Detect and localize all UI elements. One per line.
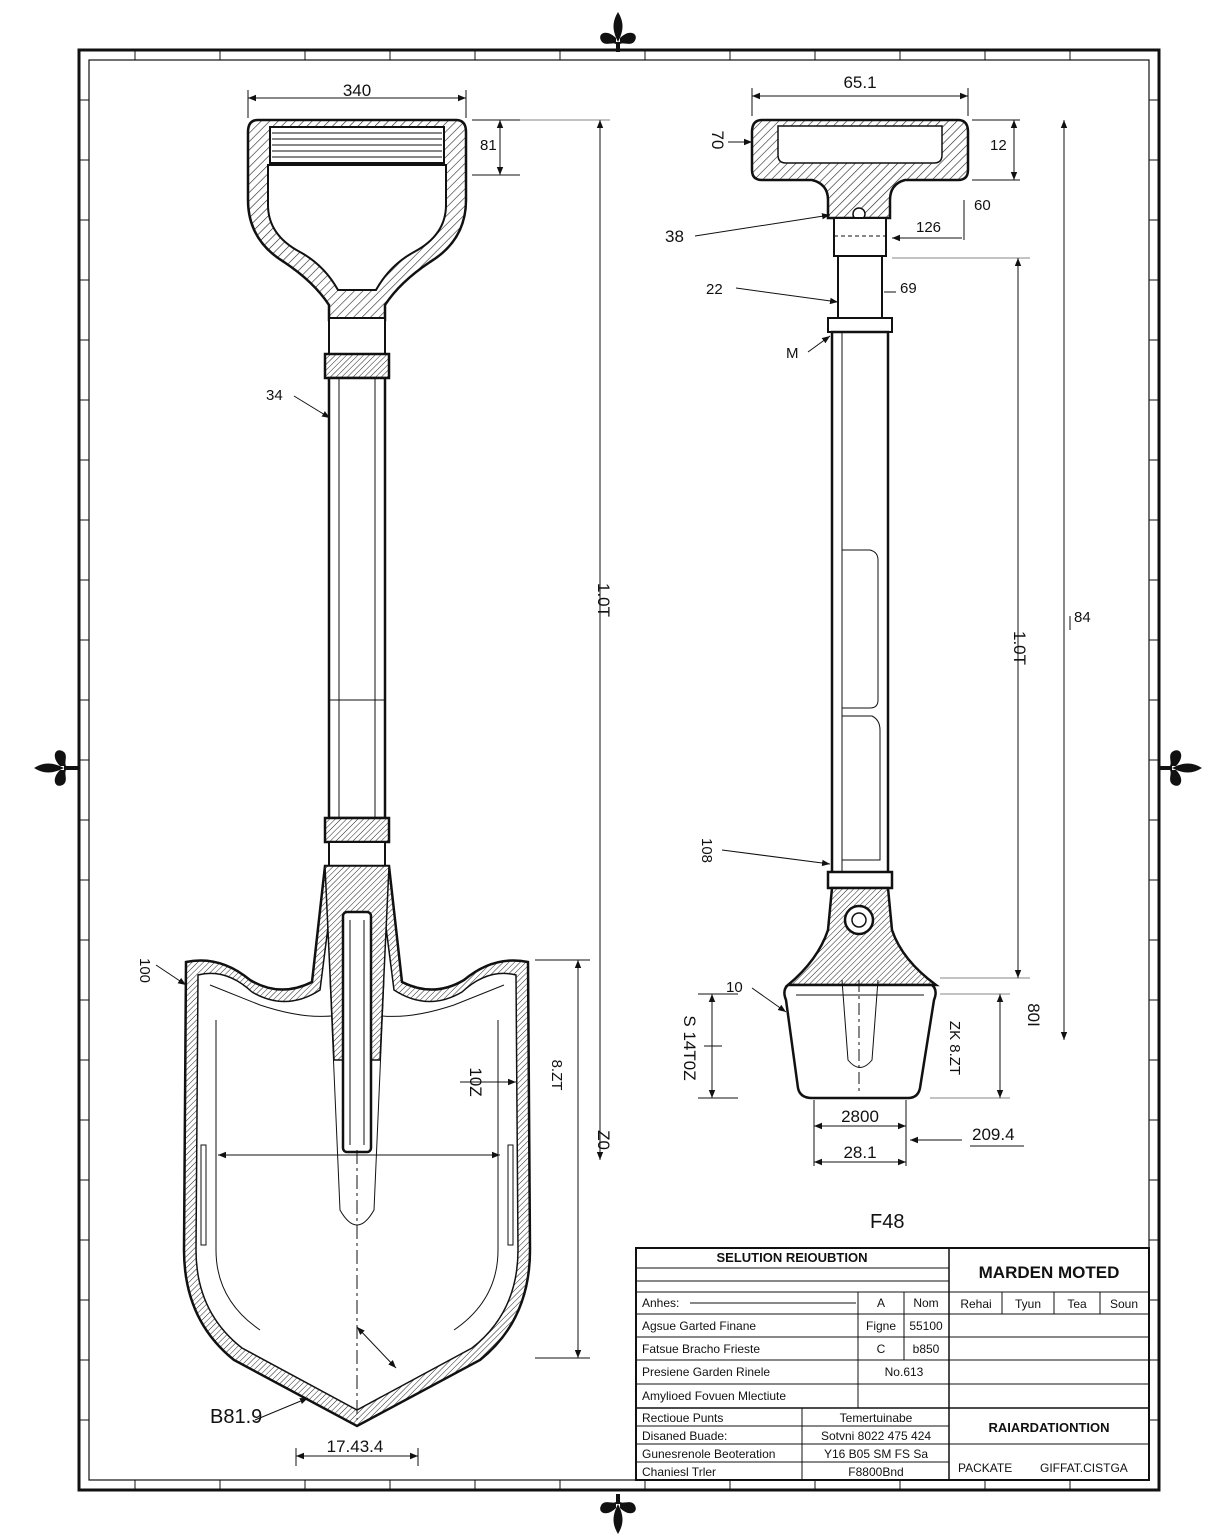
dim-front-shaft-callout: 34 [266, 387, 283, 404]
tb-right-col-0: Rehai [960, 1297, 991, 1311]
dim-side-shaft-right: 69 [900, 280, 917, 297]
tb-right-col-3: Soun [1110, 1297, 1138, 1311]
tb-right-col-1: Tyun [1015, 1297, 1041, 1311]
tb-lower-0-label: Rectioue Punts [642, 1411, 723, 1425]
tb-row-1-label: Agsue Garted Finane [642, 1319, 756, 1333]
side-collar-upper [833, 217, 887, 257]
dim-front-blade-left: 100 [136, 958, 153, 983]
dim-side-bottom-c: 209.4 [972, 1125, 1015, 1144]
dim-front-tip-radius: B81.9 [210, 1406, 262, 1428]
dim-front-socket: 10Z [466, 1067, 485, 1096]
fleur-ornament-left [34, 750, 78, 786]
dim-side-shaft-length-b: 84 [1074, 609, 1091, 626]
front-shaft [327, 376, 387, 820]
dim-side-collar-a: 60 [974, 197, 991, 214]
dim-side-grip-width: 65.1 [843, 73, 876, 92]
tb-right-col-2: Tea [1067, 1297, 1087, 1311]
tb-footer-left: PACKATE [958, 1461, 1012, 1475]
tb-row-0-c2: Nom [913, 1296, 938, 1310]
side-dimensions: 65.1 12 70 38 60 126 22 69 M 1.0T 84 ZK … [665, 73, 1091, 1233]
tb-lower-title: RAIARDATIONTION [988, 1420, 1109, 1435]
tb-row-1-c2: 55100 [909, 1319, 943, 1333]
front-collar-bottom [323, 816, 391, 844]
dim-front-blade-height: Z0 [594, 1130, 613, 1150]
tb-lower-1-value: Sotvni 8022 475 424 [821, 1429, 931, 1443]
dim-front-grip-height: 81 [480, 137, 497, 154]
dim-side-ring-callout: M [786, 345, 799, 362]
tb-row-0-label: Anhes: [642, 1296, 679, 1310]
front-dimensions: 340 81 34 1.0T Z0 8.ZT 100 10Z B81.9 17.… [136, 81, 613, 1466]
tb-lower-1-label: Disaned Buade: [642, 1429, 727, 1443]
dim-side-grip-left: 70 [708, 131, 727, 150]
tb-row-2-c1: C [877, 1342, 886, 1356]
side-ferrule [826, 870, 894, 890]
fleur-ornament-right [1158, 750, 1202, 786]
tb-row-0-c1: A [877, 1296, 885, 1310]
dim-front-grip-width: 340 [343, 81, 371, 100]
dim-side-shaft-callout: 22 [706, 281, 723, 298]
border-tick-marks [79, 50, 1159, 1490]
dim-front-overall-length: 1.0T [594, 583, 613, 617]
section-label: F48 [870, 1211, 904, 1233]
dim-side-ferrule-callout: 108 [698, 838, 715, 863]
front-grip-bar-lines [272, 132, 442, 158]
tb-row-2-c2: b850 [913, 1342, 940, 1356]
dim-front-blade-width: 17.43.4 [327, 1437, 384, 1456]
tb-lower-0-value: Temertuinabe [840, 1411, 913, 1425]
dim-side-bottom-b: 28.1 [843, 1143, 876, 1162]
front-grip-opening [267, 164, 447, 291]
front-socket-rod [341, 910, 373, 1154]
front-view-shovel [182, 118, 532, 1428]
tb-row-4-label: Amylioed Fovuen Mlectiute [642, 1389, 786, 1403]
side-socket [784, 886, 940, 987]
side-view-shovel [750, 118, 970, 1100]
dim-side-right-total: 80I [1024, 1003, 1043, 1027]
dim-side-bottom-a: 2800 [841, 1107, 879, 1126]
tb-row-1-c1: Figne [866, 1319, 896, 1333]
tb-lower-3-label: Chaniesl Trler [642, 1465, 716, 1479]
dim-side-collar-b: 126 [916, 219, 941, 236]
fleur-ornament-bottom [600, 1494, 636, 1534]
dim-front-blade-inner: 8.ZT [548, 1060, 565, 1091]
tb-lower-2-label: Gunesrenole Beoteration [642, 1447, 775, 1461]
tb-footer-right: GIFFAT.CISTGA [1040, 1461, 1128, 1475]
dim-side-blade-right-v: ZK 8.ZT [946, 1021, 963, 1075]
side-ring [827, 317, 893, 333]
tb-row-3-label: Presiene Garden Rinele [642, 1365, 770, 1379]
tb-lower-2-value: Y16 B05 SM FS Sa [824, 1447, 928, 1461]
tb-lower-3-value: F8800Bnd [848, 1465, 903, 1479]
front-collar-top [323, 352, 391, 380]
dim-side-blade-left-v: S 14T0Z [680, 1015, 699, 1080]
title-block-header: SELUTION REIOUBTION [717, 1250, 868, 1265]
dim-side-blade-callout: 10 [726, 979, 743, 996]
title-block-title: MARDEN MOTED [979, 1263, 1120, 1282]
tb-row-2-label: Fatsue Bracho Frieste [642, 1342, 760, 1356]
fleur-ornament-top [600, 12, 636, 52]
tb-row-3-c2: No.613 [885, 1365, 924, 1379]
dim-side-grip-height: 12 [990, 137, 1007, 154]
side-blade [783, 983, 937, 1100]
title-block: SELUTION REIOUBTION MARDEN MOTED Anhes: … [635, 1247, 1150, 1481]
dim-side-shaft-length-a: 1.0T [1010, 631, 1029, 665]
dim-side-neck-callout: 38 [665, 227, 684, 246]
